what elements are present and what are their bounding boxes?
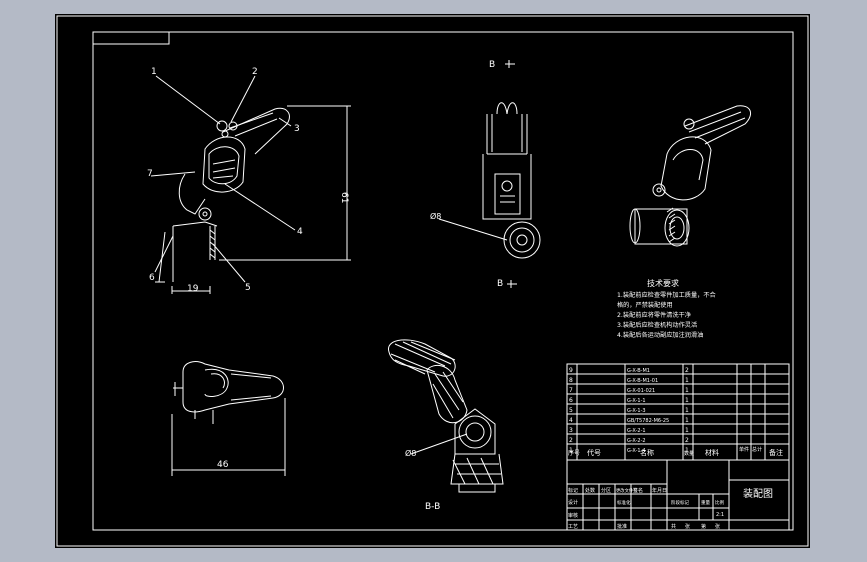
bom-qty-6: 1 <box>685 417 689 424</box>
tb-mark-5: 签名 <box>633 487 643 494</box>
bom-no-1: 9 <box>569 367 573 374</box>
view-label-b-bottom: B <box>497 279 503 289</box>
iso-view <box>629 105 752 247</box>
bom-qty-4: 1 <box>685 397 689 404</box>
roller <box>503 221 541 259</box>
callout-7: 7 <box>147 169 153 179</box>
pivot-top <box>216 120 228 132</box>
view-label-b-top: B <box>489 60 495 70</box>
tb-sheet-a: 共 <box>671 523 676 530</box>
bom-qty-1: 2 <box>685 367 689 374</box>
pivot-bottom <box>198 207 212 221</box>
tb-sheet-c: 第 <box>701 523 706 530</box>
bom-header-code: 代号 <box>587 448 601 457</box>
tb-scale-value: 2:1 <box>716 512 724 518</box>
tech-line-4: 3.装配后应检查机构动作灵活 <box>617 321 697 329</box>
callout-5: 5 <box>245 283 251 293</box>
bom-header-note: 备注 <box>769 448 783 457</box>
tb-mark-3: 分区 <box>601 487 611 494</box>
bom-no-7: 3 <box>569 427 573 434</box>
callout-4: 4 <box>297 227 303 237</box>
bom-code-1: G-X-B-M1 <box>627 368 650 374</box>
inner-frame <box>92 31 794 531</box>
bom-code-6: GB/T5782-M6-25 <box>627 418 669 424</box>
tb-craft: 工艺 <box>568 524 578 530</box>
dim-19: 19 <box>187 284 199 294</box>
bom-qty-8: 2 <box>685 437 689 444</box>
bom-no-4: 6 <box>569 397 573 404</box>
tb-mark-4: 更改文件号 <box>616 487 637 494</box>
tech-notes: 技术要求 1.装配前应检查零件加工质量，不合 格的，严禁装配使用 2.装配前应将… <box>617 278 716 339</box>
top-view: 46 <box>171 361 286 476</box>
tech-line-3: 2.装配前应将零件清洗干净 <box>617 311 691 319</box>
side-view: B Ø8 B <box>430 60 541 289</box>
handle-outline <box>222 107 290 155</box>
callout-6: 6 <box>149 273 155 283</box>
tb-mark-2: 处数 <box>585 487 595 494</box>
bom-code-2: G-X-B-M1-01 <box>627 378 658 384</box>
drawing-canvas: 19 61 1 2 3 4 5 6 7 <box>56 15 809 547</box>
dim-61: 61 <box>339 192 349 203</box>
tb-scale: 比例 <box>715 499 724 506</box>
tb-check: 审核 <box>568 512 578 519</box>
bom-no-8: 2 <box>569 437 573 444</box>
tech-title: 技术要求 <box>647 278 679 288</box>
bom-header-name: 名称 <box>640 448 654 457</box>
bom-header-unit: 单件 <box>739 446 749 453</box>
callout-1: 1 <box>151 67 157 77</box>
dim-46: 46 <box>217 460 229 470</box>
tech-line-2: 格的，严禁装配使用 <box>617 301 673 309</box>
main-view: 19 61 1 2 3 4 5 6 7 <box>147 67 351 294</box>
tb-mark-6: 年月日 <box>652 487 667 494</box>
outer-border <box>56 15 809 547</box>
tb-std: 标准化 <box>617 499 631 506</box>
section-label: B-B <box>425 502 440 512</box>
clamp-body <box>202 136 246 193</box>
bom-no-3: 7 <box>569 387 573 394</box>
tech-line-5: 4.装配后各运动副应加注润滑油 <box>617 331 703 339</box>
bom-code-3: G-X-01-021 <box>627 388 655 394</box>
bom-qty-2: 1 <box>685 377 689 384</box>
bom-code-9: G-X-1-4 <box>627 448 646 454</box>
bom-header-no: 序号 <box>568 449 580 457</box>
bom-header-total: 总计 <box>752 446 762 453</box>
bom-qty-5: 1 <box>685 407 689 414</box>
bom-code-5: G-X-1-3 <box>627 408 646 414</box>
bom-header-qty: 数量 <box>684 450 694 457</box>
bom-no-5: 5 <box>569 407 573 414</box>
bom-no-6: 4 <box>569 417 573 424</box>
dia-top: Ø8 <box>430 211 441 221</box>
code-box <box>92 31 170 45</box>
tb-approve: 批准 <box>617 523 627 530</box>
callout-3: 3 <box>294 124 300 134</box>
bom-code-8: G-X-2-2 <box>627 438 646 444</box>
iso-roller-block <box>634 208 688 245</box>
bom-qty-9: 1 <box>685 447 689 454</box>
section-view: Ø8 B-B <box>388 339 504 512</box>
tb-sheet-d: 张 <box>715 523 720 530</box>
bom-code-7: G-X-2-1 <box>627 428 646 434</box>
tech-line-1: 1.装配前应检查零件加工质量，不合 <box>617 291 716 299</box>
tb-stage: 阶段标记 <box>671 499 689 506</box>
bom-table: 9 G-X-B-M1 2 8 G-X-B-M1-01 1 7 G-X-01-02… <box>566 363 790 461</box>
tb-mark-1: 标记 <box>568 487 578 494</box>
dia-bottom: Ø8 <box>405 448 416 458</box>
title-block: 标记 处数 分区 更改文件号 签名 年月日 设计 标准化 审核 工艺 批准 阶段… <box>566 459 790 531</box>
bom-code-4: G-X-1-1 <box>627 398 646 404</box>
callout-2: 2 <box>252 67 258 77</box>
bom-qty-3: 1 <box>685 387 689 394</box>
bom-no-2: 8 <box>569 377 573 384</box>
bom-no-9: 1 <box>569 447 573 454</box>
tb-weight: 重量 <box>701 499 710 506</box>
tb-drawing-name: 装配图 <box>743 487 773 500</box>
bom-header-material: 材料 <box>705 448 719 457</box>
tb-design: 设计 <box>568 499 578 506</box>
tb-sheet-b: 张 <box>685 523 690 530</box>
drawing-sheet: 19 61 1 2 3 4 5 6 7 <box>55 14 810 548</box>
bom-qty-7: 1 <box>685 427 689 434</box>
